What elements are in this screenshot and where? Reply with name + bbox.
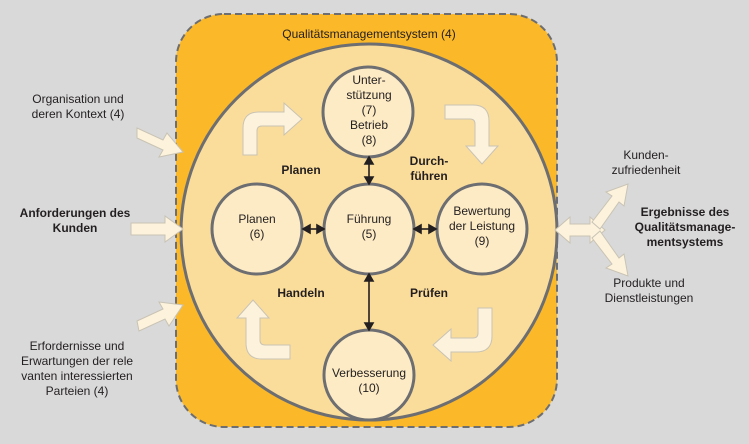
cycle-arrow-handeln <box>235 299 291 360</box>
cycle-arrow-pruefen <box>432 307 493 363</box>
input-arrow-anforderungen <box>130 215 184 243</box>
phase-durchfuehren: Durch- führen <box>409 154 449 183</box>
node-unterstuetzung <box>321 65 415 159</box>
system-title: Qualitätsmanagementsystem (4) <box>282 27 456 41</box>
node-label-bewertung: Bewertung der Leistung (9) <box>448 204 516 248</box>
output-arrow-zufriedenheit <box>591 183 629 230</box>
input-organisation: Organisation und deren Kontext (4) <box>31 92 125 121</box>
output-ergebnisse: Ergebnisse des Qualitätsmanage- mentsyst… <box>634 205 736 249</box>
output-zufriedenheit: Kunden- zufriedenheit <box>611 148 681 177</box>
input-erfordernisse: Erfordernisse und Erwartungen der rele v… <box>20 339 134 398</box>
cycle-arrow-planen <box>242 101 303 156</box>
phase-planen: Planen <box>281 163 321 177</box>
cycle-arrow-durchfuehren <box>444 104 500 165</box>
output-arrow-produkte <box>591 230 629 277</box>
node-label-verbesserung: Verbesserung (10) <box>331 366 407 395</box>
node-label-unterstuetzung: Unter- stützung (7) Betrieb (8) <box>346 73 392 147</box>
input-anforderungen: Anforderungen des Kunden <box>19 206 131 235</box>
node-label-planen: Planen (6) <box>238 212 276 241</box>
output-produkte: Produkte und Dienstleistungen <box>604 276 694 305</box>
node-label-fuehrung: Führung (5) <box>346 212 392 241</box>
phase-handeln: Handeln <box>277 286 325 300</box>
output-double-arrow <box>554 215 606 245</box>
input-arrow-erfordernisse <box>136 301 184 332</box>
input-arrow-organisation <box>136 127 184 158</box>
phase-pruefen: Prüfen <box>409 286 448 300</box>
